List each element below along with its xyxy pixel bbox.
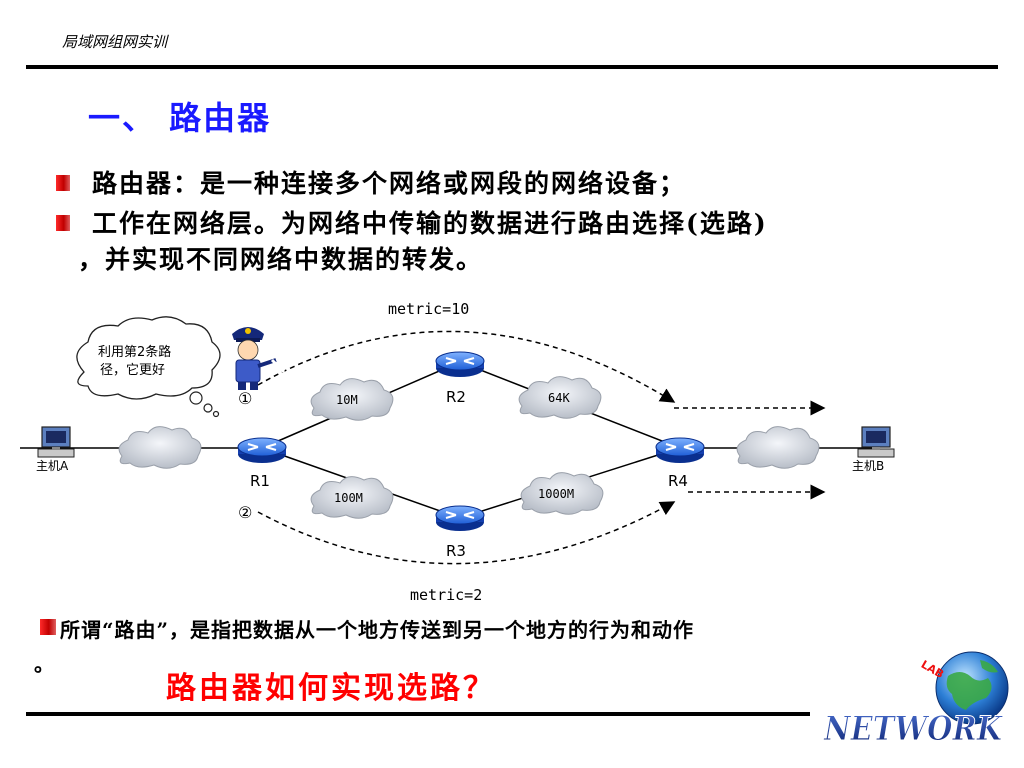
router-r4-icon: [655, 437, 705, 464]
router-label-r1: R1: [250, 472, 270, 490]
router-label-r2: R2: [446, 388, 466, 406]
bullet-text-2-cont: ，并实现不同网络中数据的转发。: [78, 245, 484, 274]
thought-text-2: 径，它更好: [100, 362, 165, 378]
cloud-left: [118, 426, 202, 469]
bullet-text-1: 路由器：是一种连接多个网络或网段的网络设备；: [92, 169, 687, 198]
network-lab-logo: LAB NETWORK: [823, 651, 1009, 750]
path-metric-2: [257, 501, 676, 565]
metric-top-label: metric=10: [388, 300, 469, 318]
routing-definition: 所谓“路由”，是指把数据从一个地方传送到另一个地方的行为和动作: [60, 618, 695, 642]
bottom-divider: [26, 712, 810, 716]
question-text: 路由器如何实现选路？: [166, 671, 496, 706]
host-b-icon: [857, 426, 895, 458]
cloud-right: [736, 426, 820, 469]
logo-network-text: NETWORK: [823, 709, 1003, 749]
section-title: 一、 路由器: [88, 99, 272, 137]
bullet-text-2: 工作在网络层。为网络中传输的数据进行路由选择(选路): [92, 209, 768, 238]
metric-bottom-label: metric=2: [410, 586, 482, 604]
router-r3-icon: [435, 505, 485, 532]
host-label-b: 主机B: [852, 459, 884, 473]
thought-text-1: 利用第2条路: [98, 344, 171, 360]
routing-diagram: 利用第2条路 径，它更好 metric=10 metric=2 ① ② 10M …: [20, 300, 895, 604]
router-r2-icon: [435, 351, 485, 378]
router-label-r4: R4: [668, 472, 688, 490]
police-officer-icon: [232, 327, 286, 390]
link-label-10m: 10M: [336, 393, 358, 407]
marker-one: ①: [238, 389, 252, 408]
host-label-a: 主机A: [36, 459, 69, 473]
link-label-100m: 100M: [334, 491, 363, 505]
note-bullet-marker: [40, 619, 56, 635]
top-divider: [26, 65, 998, 69]
header-title: 局域网组网实训: [62, 33, 168, 51]
marker-two: ②: [238, 503, 252, 522]
link-label-1000m: 1000M: [538, 487, 574, 501]
host-a-icon: [37, 426, 75, 458]
path-metric-10: [257, 330, 676, 403]
thought-bubble: [76, 316, 221, 418]
router-label-r3: R3: [446, 542, 466, 560]
routing-definition-tail: 。: [34, 652, 54, 676]
link-label-64k: 64K: [548, 391, 570, 405]
bullet-marker: [56, 175, 70, 191]
router-r1-icon: [237, 437, 287, 464]
bullet-marker: [56, 215, 70, 231]
